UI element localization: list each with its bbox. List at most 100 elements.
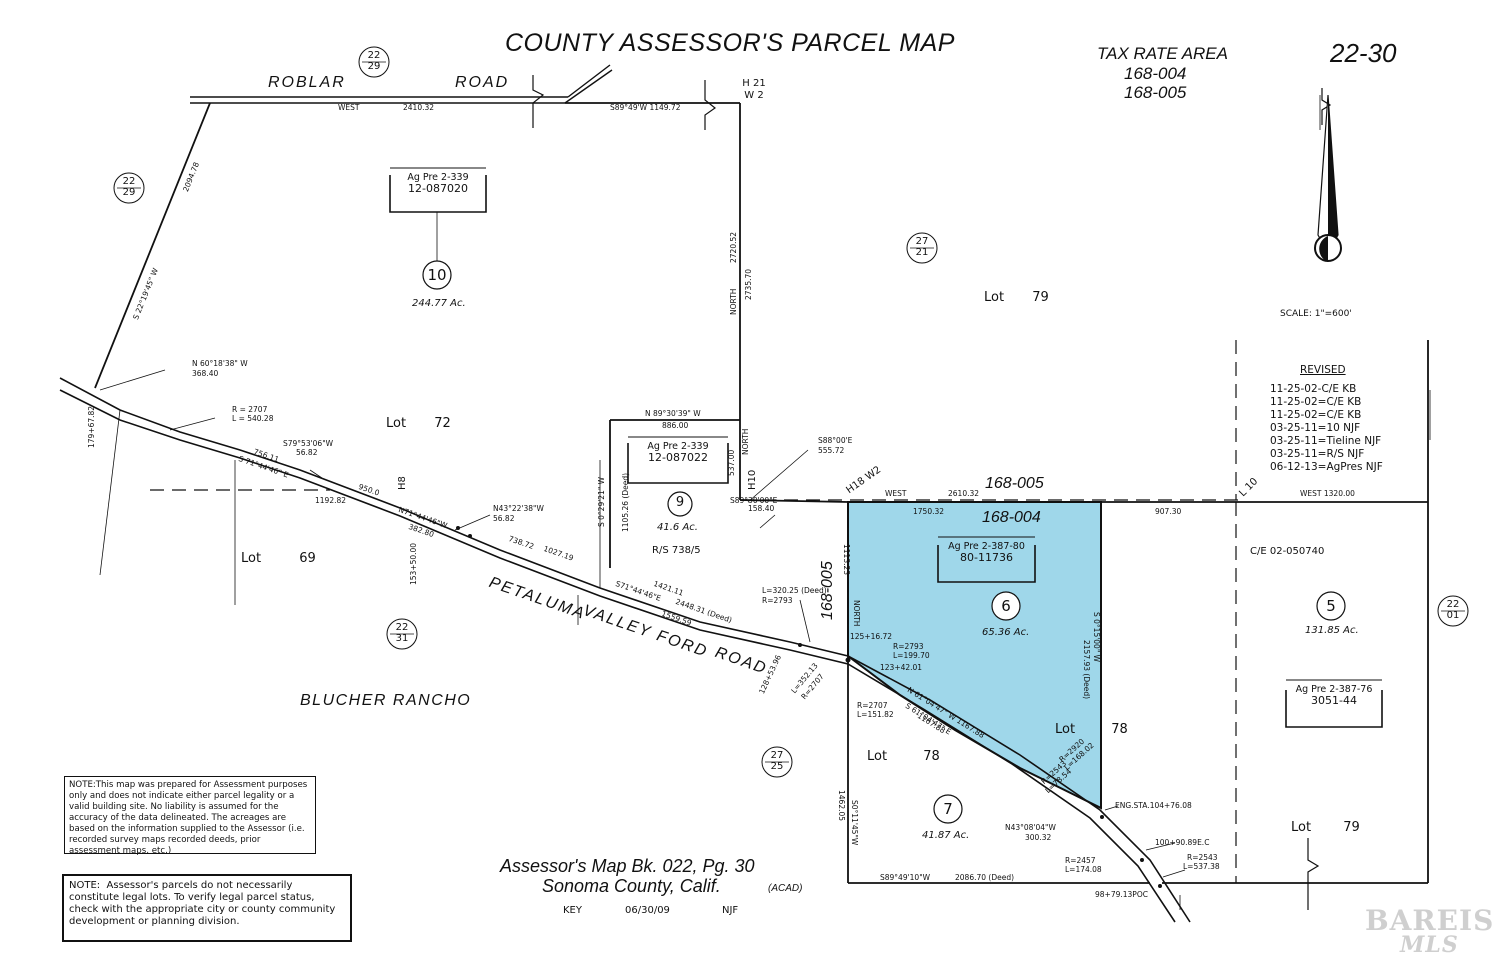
parcel-number-circles (422, 260, 1346, 824)
tra-line-label: 168-005 (985, 475, 1044, 492)
revision-entry: 11-25-02=C/E KB (1270, 409, 1362, 421)
dimension-label: N 89°30'39" W (645, 409, 701, 418)
revision-entry: 03-25-11=Tieline NJF (1270, 435, 1382, 447)
dimension-label: 2720.52 (729, 231, 738, 263)
dimension-label: L=151.82 (857, 710, 894, 719)
dimension-label: 1462.05 (837, 790, 846, 822)
dimension-label: 1105.26 (Deed) (621, 472, 630, 532)
dimension-label: 1192.82 (315, 496, 347, 505)
dimension-label: L=199.70 (893, 651, 930, 660)
dimension-label: R=2707 (857, 701, 888, 710)
dimension-label: S0°11'45"W (850, 800, 859, 846)
dimension-label: R = 2707 (232, 405, 268, 414)
dashed-lines (150, 340, 1240, 883)
dimension-label: N 60°18'38" W (192, 359, 248, 368)
map-number: 22-30 (1330, 38, 1397, 68)
dimension-label: 2610.32 (948, 489, 980, 498)
dimension-label: L=174.08 (1065, 865, 1102, 874)
revisions-heading: REVISED (1300, 364, 1346, 376)
dimension-label: S89°49'10"W (880, 873, 931, 882)
dimension-label: 2410.32 (403, 103, 435, 112)
parcel-number[interactable]: 6 (1001, 597, 1011, 615)
dimension-label: S89°49'W 1149.72 (610, 103, 681, 112)
dimension-label: 2735.70 (744, 268, 753, 300)
station-label: 125+16.72 (850, 632, 893, 641)
leader-lines (99, 95, 1431, 910)
revision-entry: 03-25-11=10 NJF (1270, 422, 1361, 434)
survey-reference: R/S 738/5 (652, 545, 701, 556)
parcel-acreage: 244.77 Ac. (412, 298, 466, 309)
dimension-label: 56.82 (493, 514, 515, 523)
dimension-label: R=2793 (893, 642, 924, 651)
revision-entry: 03-25-11=R/S NJF (1270, 448, 1365, 460)
lot-label: Lot 79 (984, 290, 1049, 305)
dimension-label: WEST 1320.00 (1300, 489, 1355, 498)
dimension-label: 2086.70 (Deed) (955, 873, 1015, 882)
roblar-road-lines (190, 64, 740, 104)
parcel-number[interactable]: 5 (1326, 597, 1336, 615)
break-marks (532, 75, 1332, 910)
dimension-label: R=2543 (1187, 853, 1218, 862)
dimension-label: S 0°15'00" W (1092, 612, 1101, 663)
footer-initials: NJF (722, 905, 739, 916)
station-label: 123+42.01 (880, 663, 923, 672)
parcel-number[interactable]: 7 (943, 800, 953, 818)
station-label: 98+79.13POC (1095, 890, 1148, 899)
dimension-label: R=2793 (762, 596, 793, 605)
road-label-roblar: ROBLAR (268, 74, 346, 91)
dimension-label: 2157.93 (Deed) (1082, 640, 1091, 700)
lot-label: Lot 69 (241, 551, 316, 566)
footer-county: Sonoma County, Calif. (542, 876, 721, 896)
parcel-acreage: 131.85 Ac. (1305, 625, 1359, 636)
certificate-reference: C/E 02-050740 (1250, 546, 1325, 557)
dimension-label: 158.40 (748, 504, 775, 513)
dimension-label: NORTH (729, 288, 738, 315)
dimension-label: 537.00 (727, 449, 736, 476)
legal-lots-note: NOTE: Assessor's parcels do not necessar… (62, 874, 352, 942)
north-arrow-icon (1314, 94, 1342, 262)
ag-preserve-boxes (389, 167, 1383, 728)
road-label-roblar: ROAD (455, 74, 510, 91)
revision-entry: 11-25-02=C/E KB (1270, 396, 1362, 408)
hw-marker: H 21 W 2 (742, 78, 766, 101)
dimension-label: L = 540.28 (232, 414, 274, 423)
dimension-label: L=537.38 (1183, 862, 1220, 871)
tax-rate-area-code: 168-004 (1124, 64, 1187, 83)
dimension-label: NORTH (741, 428, 750, 455)
road-monuments (456, 526, 1162, 888)
revision-entry: 11-25-02-C/E KB (1270, 383, 1357, 395)
parcel-number[interactable]: 9 (675, 495, 685, 510)
dimension-label: N43°08'04"W (1005, 823, 1056, 832)
cross-reference-circles (113, 46, 1469, 778)
parcel-acreage: 41.87 Ac. (922, 830, 970, 841)
dimension-label: 1750.32 (913, 507, 945, 516)
lot-label: Lot 78 (1055, 722, 1128, 737)
footer-acad: (ACAD) (768, 883, 803, 894)
dimension-label: L=320.25 (Deed) (762, 586, 827, 595)
dimension-label: 1113.23 (842, 544, 851, 576)
dimension-label: N43°22'38"W (493, 504, 544, 513)
parcel-boundaries (94, 102, 1429, 884)
dimension-label: 368.40 (192, 369, 219, 378)
station-label: 179+67.82 (87, 405, 96, 448)
parcel-acreage: 41.6 Ac. (657, 522, 698, 533)
station-label: 100+90.89E.C (1155, 838, 1210, 847)
tax-rate-area-code: 168-005 (1124, 83, 1187, 102)
parcel-number[interactable]: 10 (427, 266, 447, 284)
footer-book-page: Assessor's Map Bk. 022, Pg. 30 (500, 856, 755, 876)
assessment-note: NOTE:This map was prepared for Assessmen… (64, 776, 316, 856)
petaluma-valley-ford-road (59, 377, 1191, 923)
tra-line-label: 168-004 (982, 509, 1041, 526)
dimension-label: 300.32 (1025, 833, 1052, 842)
bareis-watermark: BAREIS (1365, 904, 1495, 937)
